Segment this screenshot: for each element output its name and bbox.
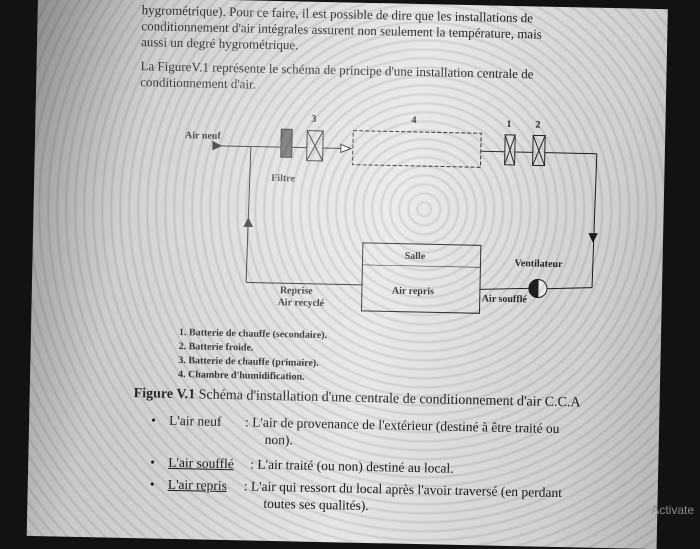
bullet-term: L'air neuf — [169, 413, 222, 430]
filter-box — [281, 129, 293, 157]
humidification-chamber-box — [353, 131, 482, 168]
label-num-2: 2 — [535, 119, 540, 130]
bullet-dot-icon: • — [151, 412, 156, 428]
label-reprise: Reprise — [280, 285, 313, 297]
label-air-repris: Air repris — [392, 285, 434, 297]
figure-caption-label: Figure V.1 — [134, 386, 196, 402]
bullet-dot-icon: • — [150, 454, 155, 470]
duct-inlet — [213, 146, 281, 147]
label-num-4: 4 — [411, 115, 416, 126]
label-air-souffle: Air soufflé — [482, 293, 527, 305]
label-air-recycle: Air recyclé — [278, 297, 325, 309]
label-salle: Salle — [405, 251, 426, 262]
bullet-term: L'air repris — [168, 477, 227, 494]
return-duct — [246, 282, 362, 284]
bullet-continuation: non). — [265, 432, 293, 449]
label-ventilateur: Ventilateur — [514, 258, 562, 270]
fan-icon — [529, 279, 538, 297]
nozzle-icon — [341, 144, 351, 152]
label-num-1: 1 — [506, 119, 511, 130]
label-filtre: Filtre — [271, 173, 295, 184]
bullet-term: L'air soufflé — [168, 455, 234, 472]
document-page: hygrométrique). Pour ce faire, il est po… — [27, 0, 668, 549]
bullet-continuation: toutes ses qualités). — [263, 496, 369, 514]
legend-item-2: 2. Batterie froide. — [179, 341, 254, 354]
bullet-dot-icon: • — [150, 476, 155, 492]
label-num-3: 3 — [311, 114, 316, 125]
duct-down-to-fan — [592, 154, 597, 288]
activate-watermark: Activate — [651, 503, 694, 517]
label-air-neuf: Air neuf — [185, 130, 221, 142]
